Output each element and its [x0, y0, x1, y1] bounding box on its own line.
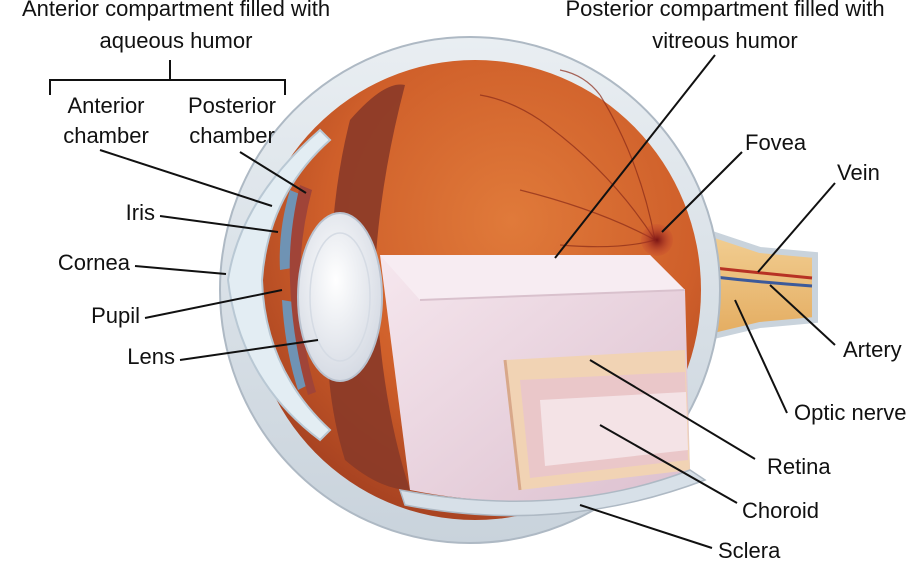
fovea-spot: [641, 224, 673, 256]
anterior-chamber-label: Anterior: [67, 93, 144, 118]
choroid-label: Choroid: [742, 498, 819, 523]
posterior-chamber-label-line2: chamber: [189, 123, 275, 148]
iris-label: Iris: [126, 200, 155, 225]
anterior-chamber-label-line2: chamber: [63, 123, 149, 148]
pupil-label: Pupil: [91, 303, 140, 328]
retinal-vessels: [479, 69, 656, 248]
cornea-label: Cornea: [58, 250, 131, 275]
posterior-compartment-label-line2: vitreous humor: [652, 28, 798, 53]
vein-label: Vein: [837, 160, 880, 185]
anterior-compartment-label: Anterior compartment filled with: [22, 0, 330, 21]
optic-nerve-label: Optic nerve: [794, 400, 907, 425]
aqueous-bracket: [49, 60, 286, 95]
anterior-compartment-label-line2: aqueous humor: [100, 28, 253, 53]
lens-label: Lens: [127, 344, 175, 369]
sclera-label: Sclera: [718, 538, 781, 562]
wall-layers-cut: [503, 350, 690, 491]
fovea-label: Fovea: [745, 130, 807, 155]
cornea-shape: [226, 128, 332, 442]
posterior-compartment-label: Posterior compartment filled with: [565, 0, 884, 21]
sclera-cut-edge: [398, 469, 707, 517]
lens-inner-ring: [309, 232, 371, 362]
lens-shape: [297, 212, 383, 382]
leader-lines: [99, 54, 836, 549]
artery-label: Artery: [843, 337, 902, 362]
posterior-chamber-label: Posterior: [188, 93, 276, 118]
retina-label: Retina: [767, 454, 831, 479]
